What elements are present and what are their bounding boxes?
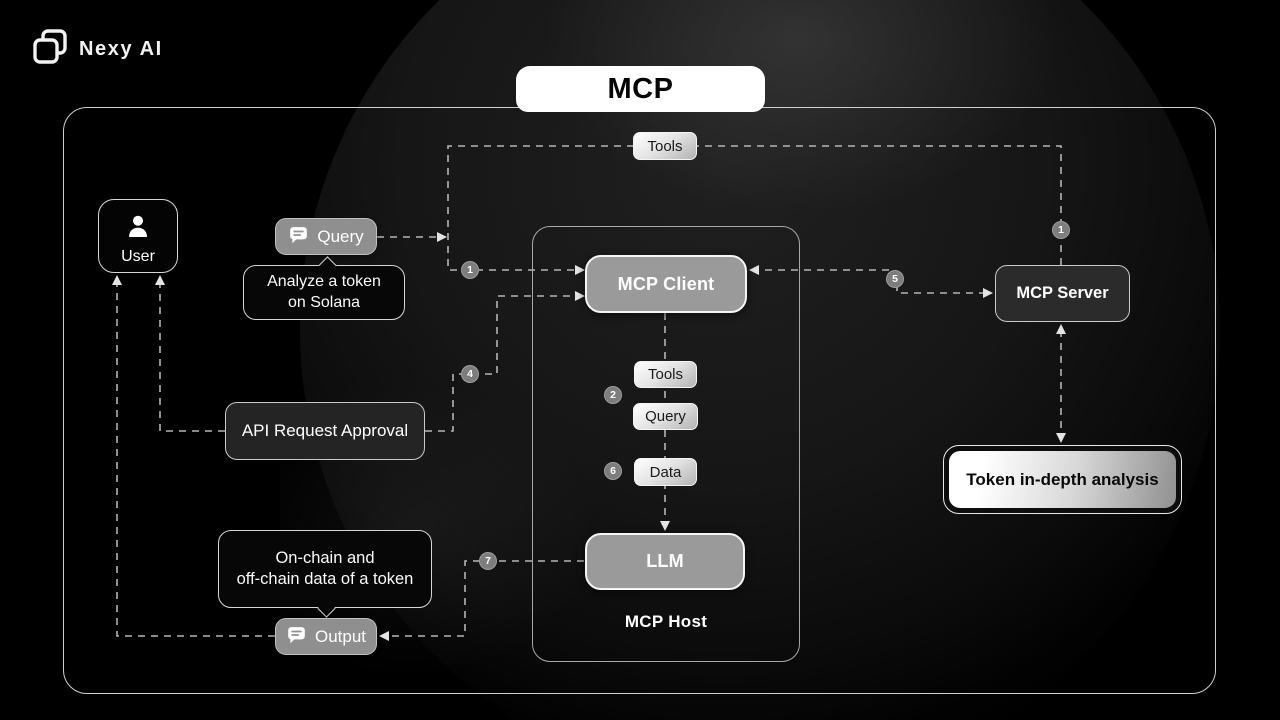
user-node: User (98, 199, 178, 273)
step-badge-5: 5 (886, 270, 904, 288)
token-analysis-node: Token in-depth analysis (943, 445, 1182, 514)
step-badge-7: 7 (479, 552, 497, 570)
connector-tools-loop (447, 145, 1062, 271)
data-chip-label: Data (649, 463, 682, 481)
analyze-line1: Analyze a token (267, 272, 381, 290)
connector-llm-to-output (386, 560, 584, 637)
mcp-title-tab: MCP (516, 66, 765, 112)
nexy-logo-icon (30, 27, 70, 72)
step-badge-2: 2 (604, 386, 622, 404)
output-button: Output (275, 618, 377, 655)
api-approval-label: API Request Approval (241, 421, 409, 440)
connector-client-to-server (896, 284, 986, 294)
mcp-server-label: MCP Server (1016, 284, 1109, 302)
tools-chip-label: Tools (647, 366, 684, 383)
chat-icon (288, 224, 309, 250)
step-badge-4: 4 (461, 365, 479, 383)
brand-name: Nexy AI (79, 37, 163, 60)
mcp-host-container (532, 226, 800, 662)
llm-node: LLM (585, 533, 745, 590)
connector-step4-path (425, 295, 576, 432)
data-chip: Data (634, 458, 697, 486)
arrowheads (112, 232, 1066, 641)
tools-top-label: Tools (647, 137, 683, 155)
mcp-host-label: MCP Host (624, 612, 708, 631)
onchain-line1: On-chain and (275, 548, 375, 567)
connector-approval-to-user (159, 282, 225, 432)
output-button-label: Output (314, 626, 367, 646)
background-sphere (300, 0, 1220, 720)
analyze-bubble: Analyze a token on Solana (243, 255, 405, 320)
mcp-client-label: MCP Client (617, 273, 715, 294)
analyze-line2: on Solana (287, 293, 361, 311)
mcp-server-node: MCP Server (995, 265, 1130, 322)
step-badge-1-right: 1 (1052, 221, 1070, 239)
step-badge-6: 6 (604, 462, 622, 480)
user-label: User (121, 248, 155, 265)
onchain-line2: off-chain data of a token (236, 570, 414, 588)
tools-chip: Tools (634, 361, 697, 388)
step-badge-1-left: 1 (461, 261, 479, 279)
llm-label: LLM (646, 551, 684, 571)
mcp-client-node: MCP Client (585, 255, 747, 313)
query-button-label: Query (317, 226, 364, 246)
brand: Nexy AI (30, 28, 163, 70)
query-chip-label: Query (645, 408, 686, 425)
query-chip: Query (633, 403, 698, 430)
background-glow-top (520, 0, 1080, 230)
connector-output-to-user (116, 282, 275, 637)
onchain-bubble: On-chain and off-chain data of a token (218, 530, 432, 618)
query-button: Query (275, 218, 377, 255)
person-icon (123, 212, 153, 247)
tools-top-chip: Tools (633, 132, 697, 160)
chat-icon (286, 624, 307, 650)
api-request-approval-node: API Request Approval (225, 402, 425, 460)
token-analysis-label: Token in-depth analysis (966, 469, 1159, 489)
token-analysis-inner: Token in-depth analysis (949, 451, 1176, 508)
